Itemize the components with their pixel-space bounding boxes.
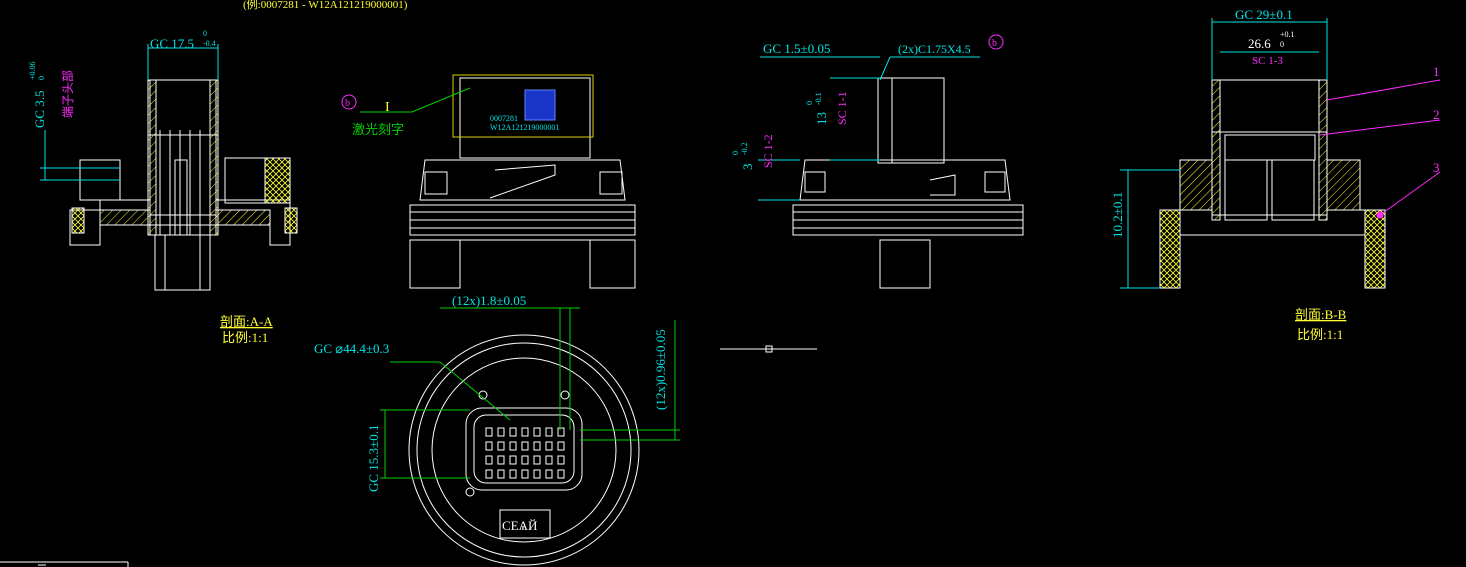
laser-mark-line1: 0007281 <box>490 114 518 123</box>
connector-pin <box>557 441 565 451</box>
bottom-dim-pitch-v: (12x)0.96±0.05 <box>653 329 668 410</box>
side-dim-13: 13 <box>814 112 829 125</box>
connector-pin <box>497 469 505 479</box>
laser-marker-b: b <box>345 98 350 109</box>
side-dim-sc11: SC 1-1 <box>835 91 849 125</box>
side-view <box>792 77 1024 289</box>
connector-pin <box>533 427 541 437</box>
example-note: (例:0007281 - W12A121219000001) <box>243 0 408 11</box>
section-bb-view <box>1159 79 1386 289</box>
section-bb-dim-inner: 26.6 <box>1248 36 1271 51</box>
bottom-dim-height: GC 15.3±0.1 <box>366 425 381 492</box>
section-aa-view <box>69 79 298 291</box>
connector-pin <box>485 469 493 479</box>
section-bb-dim-sc13: SC 1-3 <box>1252 55 1283 67</box>
side-dim-sc12: SC 1-2 <box>761 134 775 168</box>
section-aa-dim-left: GC 3.5 <box>32 90 47 128</box>
side-dim-3-tol-lower: -0.2 <box>740 142 749 155</box>
connector-pin <box>521 441 529 451</box>
connector-pin <box>497 455 505 465</box>
connector-pin <box>545 441 553 451</box>
ucs-icon <box>0 561 129 567</box>
connector-pin <box>509 427 517 437</box>
connector-pin <box>509 441 517 451</box>
section-bb-dim-inner-tol-upper: +0.1 <box>1280 30 1295 39</box>
center-mark <box>720 345 817 353</box>
connector-pin <box>485 441 493 451</box>
section-bb-title: 剖面:B-B <box>1295 307 1347 322</box>
side-dim-3-tol-upper: 0 <box>731 151 740 155</box>
bottom-dim-pitch-h: (12x)1.8±0.05 <box>452 293 526 308</box>
connector-pin <box>557 455 565 465</box>
connector-pin <box>485 427 493 437</box>
connector-pin <box>545 469 553 479</box>
section-aa-dim-left-tol-lower: 0 <box>37 76 46 80</box>
connector-pin <box>533 441 541 451</box>
laser-mark-line2: W12A121219000001 <box>490 123 559 132</box>
connector-pin <box>509 455 517 465</box>
side-dim-13-tol-lower: -0.1 <box>814 92 823 105</box>
laser-marker-b-circle <box>341 94 357 110</box>
section-aa-dimensions <box>40 44 219 181</box>
side-view-dimensions <box>758 56 980 201</box>
connector-pin <box>521 427 529 437</box>
section-bb-callout-1: 1 <box>1433 64 1440 79</box>
side-marker-b: b <box>992 38 997 49</box>
side-dim-gc: GC 1.5±0.05 <box>763 41 830 56</box>
section-bb-callout-2: 2 <box>1433 107 1440 122</box>
connector-pin <box>497 427 505 437</box>
section-bb-dim-height: 10.2±0.1 <box>1110 192 1125 238</box>
connector-pin <box>545 455 553 465</box>
connector-pin <box>497 441 505 451</box>
laser-mark-frame <box>452 74 594 138</box>
bottom-view-dimensions <box>380 307 680 479</box>
connector-pin <box>509 469 517 479</box>
connector-pin <box>545 427 553 437</box>
side-dim-3: 3 <box>740 164 755 171</box>
section-bb-scale: 比例:1:1 <box>1297 327 1343 342</box>
connector-pin <box>521 469 529 479</box>
connector-pin <box>533 469 541 479</box>
section-aa-dim-left-note: 端子头部 <box>60 70 75 118</box>
section-aa-dim-top-tol-lower: -0.4 <box>203 39 216 48</box>
section-aa-dim-top-tol-upper: 0 <box>203 29 207 38</box>
section-bb-leaders <box>1319 79 1441 219</box>
connector-pin <box>557 469 565 479</box>
side-dim-13-tol-upper: 0 <box>805 101 814 105</box>
connector-pin <box>485 455 493 465</box>
bottom-view-pins <box>485 427 565 479</box>
connector-pin <box>533 455 541 465</box>
section-bb-dimensions <box>1120 18 1328 289</box>
laser-label: 激光刻字 <box>352 122 404 137</box>
section-bb-dim-width: GC 29±0.1 <box>1235 7 1293 22</box>
bottom-view <box>408 334 640 566</box>
connector-pin <box>557 427 565 437</box>
section-aa-scale: 比例:1:1 <box>222 330 268 345</box>
bottom-logo: CEѦЙ <box>502 518 537 533</box>
laser-marker-i: I <box>385 100 390 115</box>
connector-pin <box>521 455 529 465</box>
section-aa-dim-left-tol-upper: +0.06 <box>28 61 37 80</box>
qr-code-mark <box>524 89 556 121</box>
side-dim-chamfer: (2x)C1.75X4.5 <box>898 42 971 56</box>
bottom-dim-diameter: GC ⌀44.4±0.3 <box>314 341 389 356</box>
section-aa-title: 剖面:A-A <box>220 314 273 329</box>
side-marker-b-circle <box>988 34 1004 50</box>
section-bb-callout-3: 3 <box>1433 160 1440 175</box>
laser-front-view <box>409 77 636 289</box>
section-aa-dim-top: GC 17.5 <box>150 36 194 51</box>
laser-leader-diag <box>411 87 471 113</box>
section-bb-dim-inner-tol-lower: 0 <box>1280 40 1284 49</box>
